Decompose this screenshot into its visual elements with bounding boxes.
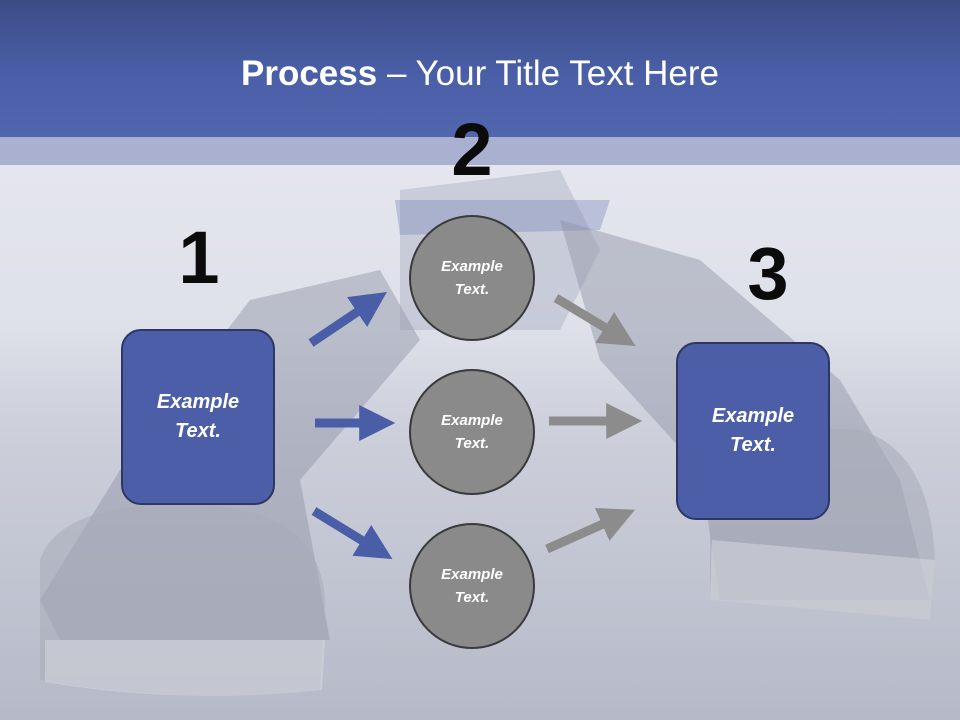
circle-bottom[interactable]: Example Text. <box>409 523 535 649</box>
circle-middle[interactable]: Example Text. <box>409 369 535 495</box>
circle-top[interactable]: Example Text. <box>409 215 535 341</box>
slide-title: Process – Your Title Text Here <box>0 52 960 96</box>
title-bold: Process <box>241 54 378 93</box>
step-number-3: 3 <box>747 232 789 315</box>
title-rest: – Your Title Text Here <box>377 54 719 93</box>
circle-top-label: Example Text. <box>441 258 503 298</box>
step-1-label: Example Text. <box>156 391 240 442</box>
arrow-to-top <box>308 291 387 347</box>
arrow-from-bottom <box>545 507 636 554</box>
step-number-1: 1 <box>178 216 220 299</box>
arrow-from-top <box>553 294 636 347</box>
step-3-label: Example Text. <box>711 405 795 456</box>
step-1-box[interactable]: Example Text. <box>121 329 275 505</box>
step-3-box[interactable]: Example Text. <box>676 342 830 520</box>
circle-middle-label: Example Text. <box>441 412 503 452</box>
circle-bottom-label: Example Text. <box>441 566 503 606</box>
title-bar <box>0 0 960 137</box>
title-bar-band <box>0 137 960 165</box>
step-number-2: 2 <box>451 108 493 191</box>
arrow-to-bottom <box>311 507 393 560</box>
